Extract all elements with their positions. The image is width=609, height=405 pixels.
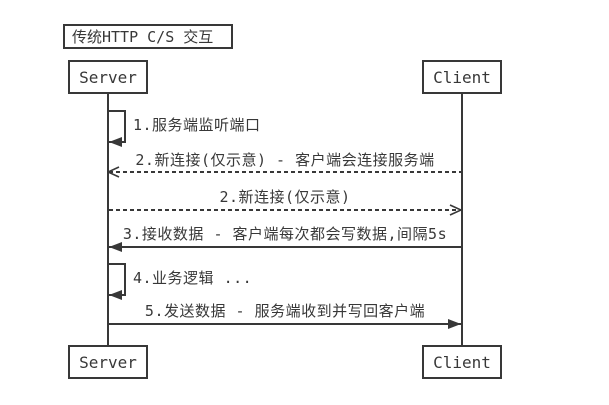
actor-server-top-label: Server (79, 67, 137, 87)
diagram-title-box: 传统HTTP C/S 交互 (63, 24, 233, 49)
actor-client-top-label: Client (433, 67, 491, 87)
server-lifeline (107, 93, 109, 345)
arrowhead-right-filled-icon (448, 319, 461, 329)
message-4-label: 3.接收数据 - 客户端每次都会写数据,间隔5s (122, 225, 448, 243)
arrowhead-left-filled-icon (109, 242, 122, 252)
actor-client-top: Client (422, 60, 502, 94)
message-2-label: 2.新连接(仅示意) - 客户端会连接服务端 (135, 151, 435, 169)
message-6-label: 5.发送数据 - 服务端收到并写回客户端 (144, 302, 426, 320)
message-2-line (109, 171, 461, 173)
client-lifeline (461, 93, 463, 345)
actor-client-bottom-label: Client (433, 352, 491, 372)
message-3-line (109, 209, 461, 211)
arrowhead-left-filled-icon (109, 137, 122, 147)
message-5-label: 4.业务逻辑 ... (133, 269, 253, 287)
message-6-line (109, 323, 461, 325)
arrowhead-left-open-icon (107, 166, 120, 178)
actor-server-bottom-label: Server (79, 352, 137, 372)
actor-server-top: Server (68, 60, 148, 94)
diagram-title: 传统HTTP C/S 交互 (72, 28, 214, 46)
message-4-line (109, 246, 461, 248)
message-3-label: 2.新连接(仅示意) (219, 188, 351, 206)
actor-server-bottom: Server (68, 345, 148, 379)
actor-client-bottom: Client (422, 345, 502, 379)
arrowhead-left-filled-icon (109, 290, 122, 300)
message-1-label: 1.服务端监听端口 (133, 116, 261, 134)
arrowhead-right-open-icon (449, 204, 462, 216)
